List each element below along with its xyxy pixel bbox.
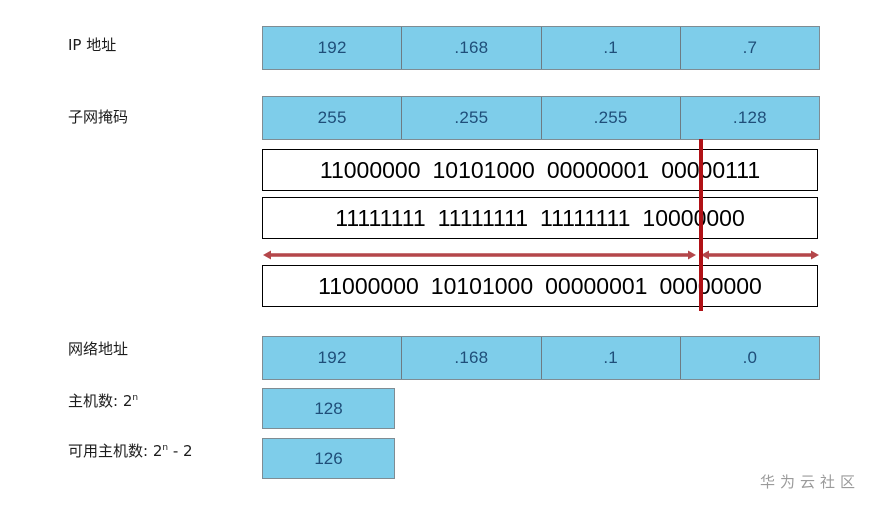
binary-network-octet-3: 00000001 <box>545 272 648 299</box>
binary-row-network: 11000000 10101000 00000001 00000000 <box>262 265 818 307</box>
mask-octet-4: .128 <box>680 97 819 139</box>
label-network-address: 网络地址 <box>68 340 129 358</box>
network-octet-2: .168 <box>402 337 542 379</box>
label-usable-host-count: 可用主机数: 2n - 2 <box>68 444 193 459</box>
label-usable-host-count-exponent: n <box>162 443 169 453</box>
ip-octet-2: .168 <box>402 27 542 69</box>
network-octet-3: .1 <box>541 337 681 379</box>
watermark-text: 华为云社区 <box>760 473 861 491</box>
prefix-boundary-line <box>699 139 703 311</box>
binary-ip-octet-4: 00000111 <box>661 156 761 183</box>
binary-network-octet-4: 00000000 <box>659 272 762 299</box>
label-host-count-exponent: n <box>132 393 139 403</box>
binary-ip-octet-2: 10101000 <box>432 156 535 183</box>
label-usable-host-count-suffix: - 2 <box>168 442 193 460</box>
ip-octet-4: .7 <box>680 27 819 69</box>
mask-octet-2: .255 <box>402 97 542 139</box>
binary-mask-octet-2: 11111111 <box>437 204 529 231</box>
binary-mask-octet-3: 11111111 <box>540 204 631 231</box>
binary-ip-octet-1: 11000000 <box>319 156 421 183</box>
binary-network-octet-1: 11000000 <box>318 272 419 299</box>
binary-mask-octet-4: 10000000 <box>642 204 745 231</box>
label-ip-address: IP 地址 <box>68 36 117 54</box>
label-usable-host-count-text: 可用主机数: 2 <box>68 442 163 460</box>
ip-octet-3: .1 <box>541 27 681 69</box>
network-address-strip: 192 .168 .1 .0 <box>262 336 820 380</box>
usable-host-count-box: 126 <box>262 438 395 479</box>
mask-octet-1: 255 <box>263 97 403 139</box>
label-subnet-mask: 子网掩码 <box>68 108 129 126</box>
network-octet-4: .0 <box>680 337 819 379</box>
network-octet-1: 192 <box>263 337 403 379</box>
ip-address-strip: 192 .168 .1 .7 <box>262 26 820 70</box>
binary-ip-octet-3: 00000001 <box>546 156 650 183</box>
network-host-split-arrows <box>263 250 819 260</box>
binary-row-ip: 11000000 10101000 00000001 00000111 <box>262 149 818 191</box>
mask-octet-3: .255 <box>541 97 681 139</box>
label-host-count-text: 主机数: 2 <box>68 392 133 410</box>
label-host-count: 主机数: 2n <box>68 394 138 409</box>
ip-octet-1: 192 <box>263 27 403 69</box>
subnet-mask-strip: 255 .255 .255 .128 <box>262 96 820 140</box>
binary-row-mask: 11111111 11111111 11111111 10000000 <box>262 197 818 239</box>
binary-mask-octet-1: 11111111 <box>335 204 426 231</box>
host-count-box: 128 <box>262 388 395 429</box>
binary-network-octet-2: 10101000 <box>430 272 534 299</box>
